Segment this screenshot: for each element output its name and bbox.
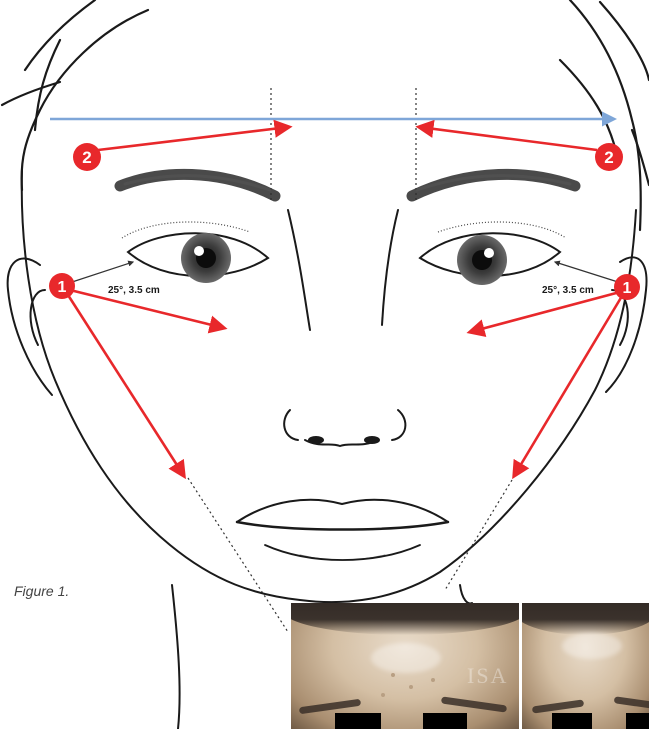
nose xyxy=(284,210,405,446)
eyebrow-left xyxy=(120,174,275,196)
vector-2-right xyxy=(419,127,597,150)
eye-left xyxy=(122,222,268,283)
figure-caption: Figure 1. xyxy=(14,583,69,599)
vertical-guides xyxy=(271,88,416,200)
point-badge-2-right: 2 xyxy=(595,143,623,171)
point-badge-2-left: 2 xyxy=(73,143,101,171)
point-badge-1-right: 1 xyxy=(614,274,640,300)
eyebrow-right xyxy=(412,174,575,196)
photo-watermark: ISA xyxy=(467,663,508,689)
hair-lines xyxy=(2,0,649,230)
svg-text:1: 1 xyxy=(58,279,67,296)
vector-1-left-low xyxy=(68,295,184,476)
angle-label-right: 25°, 3.5 cm xyxy=(542,285,594,296)
eye-right xyxy=(420,222,566,285)
vector-1-right-low xyxy=(514,296,622,476)
svg-text:1: 1 xyxy=(623,280,632,297)
angle-label-left: 25°, 3.5 cm xyxy=(108,285,160,296)
point-badge-1-left: 1 xyxy=(49,273,75,299)
vector-1-right-mid xyxy=(470,292,620,332)
clinical-photo-before: ISA xyxy=(291,603,519,729)
svg-text:2: 2 xyxy=(82,148,91,167)
svg-text:2: 2 xyxy=(604,148,613,167)
mouth xyxy=(237,500,448,560)
vector-2-left xyxy=(98,127,289,150)
clinical-photo-after xyxy=(522,603,649,729)
